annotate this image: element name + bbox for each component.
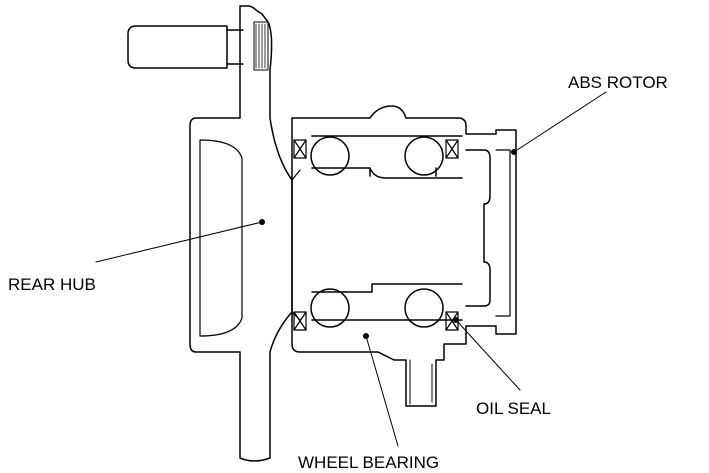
label-oil-seal: OIL SEAL — [476, 399, 551, 418]
label-wheel-bearing: WHEEL BEARING — [298, 453, 439, 472]
bearing-balls — [310, 136, 444, 328]
wheel-stud — [127, 21, 269, 71]
rear-hub — [189, 5, 301, 462]
wheel-bearing-housing — [291, 105, 517, 407]
abs-rotor — [465, 149, 511, 317]
label-abs-rotor: ABS ROTOR — [568, 73, 668, 92]
leader-dots — [259, 149, 517, 339]
label-rear-hub: REAR HUB — [8, 275, 96, 294]
leader-lines — [95, 91, 607, 447]
